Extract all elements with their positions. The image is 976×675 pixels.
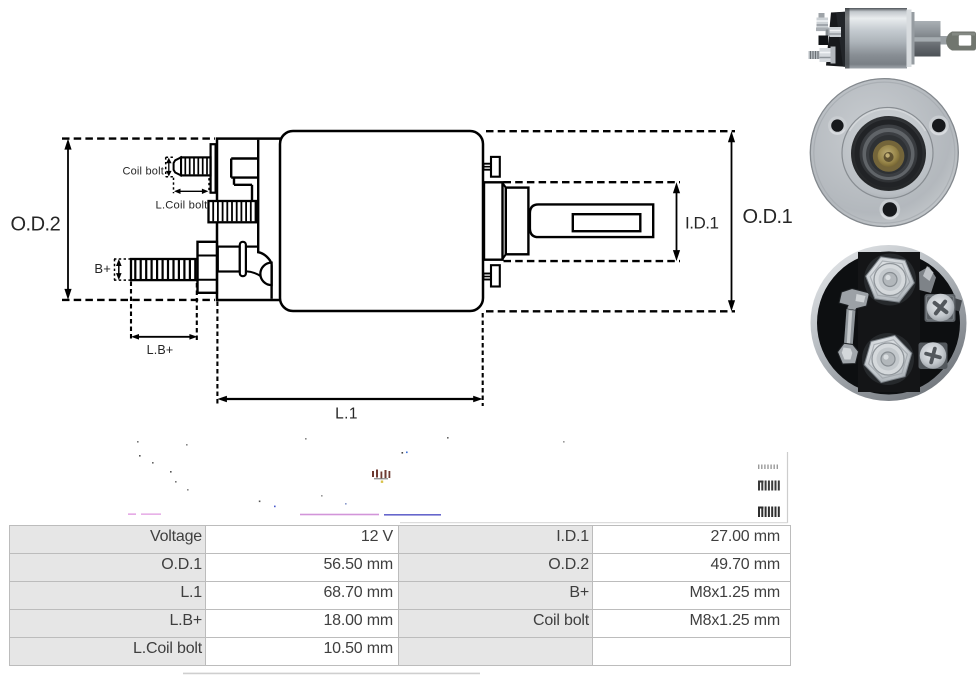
svg-text:L.Coil bolt: L.Coil bolt — [156, 200, 209, 212]
svg-text:I.D.1: I.D.1 — [685, 214, 718, 233]
svg-text:O.D.2: O.D.2 — [11, 214, 61, 236]
svg-text:L.B+: L.B+ — [147, 343, 174, 357]
svg-text:B+: B+ — [94, 261, 111, 276]
svg-text:L.1: L.1 — [335, 406, 358, 423]
svg-text:O.D.1: O.D.1 — [743, 206, 793, 228]
svg-text:Coil bolt: Coil bolt — [122, 166, 164, 178]
